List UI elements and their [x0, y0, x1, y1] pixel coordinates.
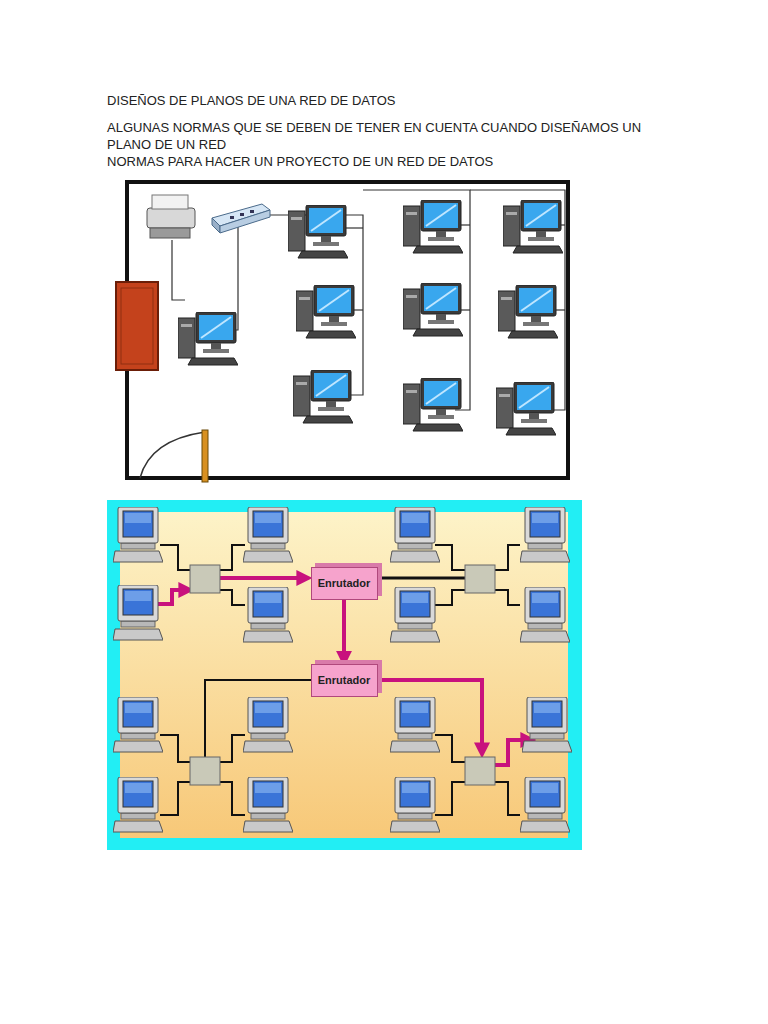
heading-line: ALGUNAS NORMAS QUE SE DEBEN DE TENER EN … — [107, 119, 667, 153]
page-title: DISEÑOS DE PLANOS DE UNA RED DE DATOS — [107, 92, 707, 109]
router-label: Enrutador — [318, 577, 371, 589]
data-flow-arrow — [342, 600, 346, 661]
router-box: Enrutador — [311, 664, 378, 697]
router-label: Enrutador — [318, 674, 371, 686]
router-box: Enrutador — [311, 567, 378, 600]
heading-line: NORMAS PARA HACER UN PROYECTO DE UN RED … — [107, 153, 707, 170]
